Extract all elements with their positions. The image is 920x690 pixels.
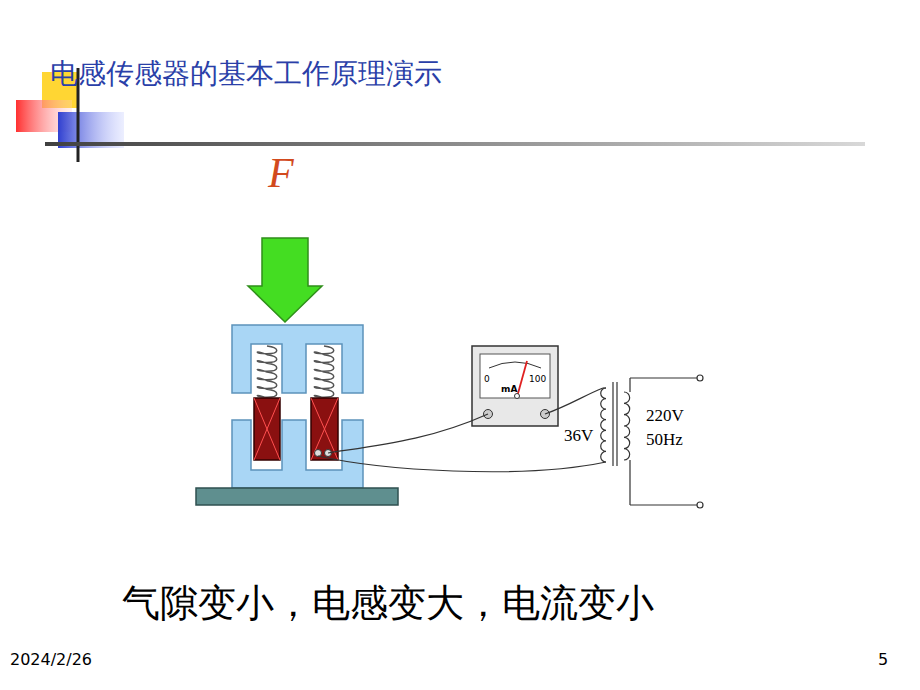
scale-number-slot: 0 bbox=[484, 368, 490, 386]
slide-title-slot: 电感传感器的基本工作原理演示 bbox=[50, 56, 442, 92]
title-rule bbox=[45, 142, 865, 146]
voltage-label-slot: 220V bbox=[646, 406, 684, 426]
scale-number: 100 bbox=[529, 374, 546, 384]
voltage-label: 36V bbox=[564, 426, 593, 446]
base-plate bbox=[196, 488, 398, 505]
scale-number-slot: 100 bbox=[529, 368, 546, 386]
page-number-slot: 5 bbox=[878, 650, 888, 670]
wire bbox=[318, 388, 606, 472]
spring bbox=[257, 346, 334, 398]
force-label: F bbox=[268, 150, 294, 196]
frequency-label: 50Hz bbox=[646, 430, 683, 450]
frequency-label-slot: 50Hz bbox=[646, 430, 683, 450]
voltage-label: 220V bbox=[646, 406, 684, 426]
unit-label: mA bbox=[501, 384, 517, 394]
date: 2024/2/26 bbox=[10, 650, 92, 670]
unit-label-slot: mA bbox=[501, 378, 517, 396]
transformer bbox=[601, 375, 703, 508]
page-number: 5 bbox=[878, 650, 888, 670]
force-arrow bbox=[248, 238, 322, 322]
coil bbox=[254, 398, 338, 460]
scale-number: 0 bbox=[484, 374, 490, 384]
date-slot: 2024/2/26 bbox=[10, 650, 92, 670]
caption-slot: 气隙变小，电感变大，电流变小 bbox=[122, 580, 654, 626]
slide-title: 电感传感器的基本工作原理演示 bbox=[50, 56, 442, 92]
iron-core bbox=[232, 420, 363, 488]
voltage-label-slot: 36V bbox=[564, 426, 593, 446]
armature bbox=[232, 325, 363, 393]
force-label-slot: F bbox=[268, 150, 294, 196]
caption: 气隙变小，电感变大，电流变小 bbox=[122, 580, 654, 626]
